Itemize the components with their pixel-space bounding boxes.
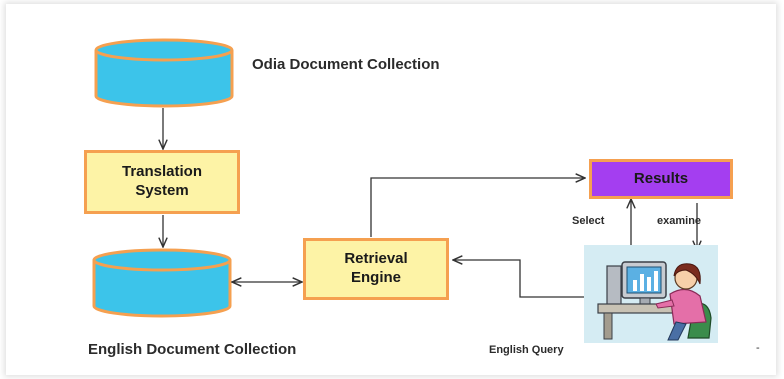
user-at-computer-icon [584,245,718,343]
results-box: Results [589,159,733,199]
examine-label: examine [657,215,702,227]
arrow-retrieval-to-results [370,178,585,237]
retrieval-engine-box: Retrieval Engine [303,238,449,300]
diagram-canvas [92,38,718,343]
translation-system-box: Translation System [84,150,240,214]
english-query-label: English Query [489,344,564,356]
english-collection-cylinder [92,248,232,318]
odia-collection-label: Odia Document Collection [252,56,440,73]
select-label: Select [572,215,605,227]
arrow-query-to-retrieval [453,260,598,298]
diagram-frame: Odia Document Collection Translation Sys… [6,4,776,375]
english-collection-label: English Document Collection [88,341,297,358]
odia-collection-cylinder [94,38,234,108]
dash-mark: - [756,342,760,354]
